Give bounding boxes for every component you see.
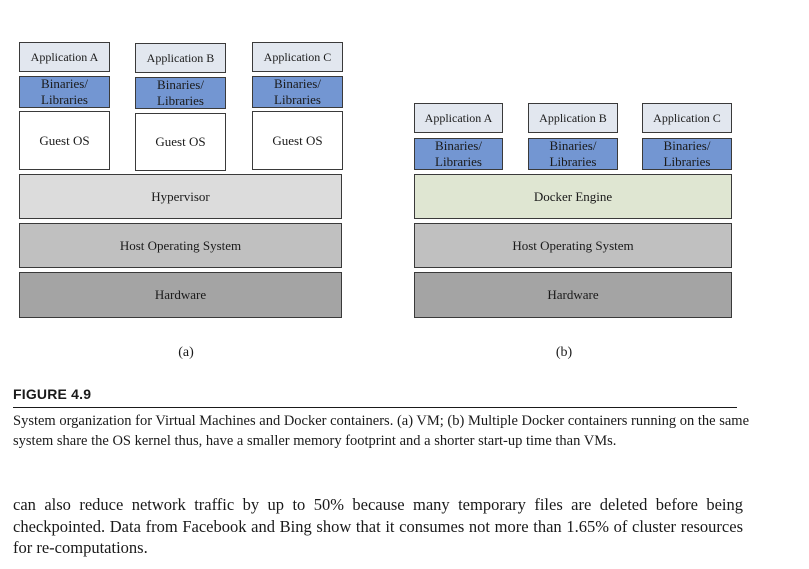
- vm-libs-a: Binaries/ Libraries: [19, 76, 110, 108]
- docker-libs-c: Binaries/ Libraries: [642, 138, 732, 170]
- vm-guest-os-b: Guest OS: [135, 113, 226, 171]
- docker-libs-b: Binaries/ Libraries: [528, 138, 618, 170]
- vm-hypervisor: Hypervisor: [19, 174, 342, 219]
- figure-caption: System organization for Virtual Machines…: [13, 413, 750, 449]
- docker-app-b: Application B: [528, 103, 618, 133]
- vm-guest-os-a: Guest OS: [19, 111, 110, 170]
- docker-hardware: Hardware: [414, 272, 732, 318]
- caption-divider: [13, 407, 737, 408]
- vm-app-c: Application C: [252, 42, 343, 72]
- subfigure-label-a: (a): [178, 345, 194, 360]
- vm-hardware: Hardware: [19, 272, 342, 318]
- docker-libs-a: Binaries/ Libraries: [414, 138, 503, 170]
- docker-app-a: Application A: [414, 103, 503, 133]
- docker-host-os: Host Operating System: [414, 223, 732, 268]
- body-paragraph: can also reduce network traffic by up to…: [13, 495, 743, 557]
- subfigure-label-b: (b): [555, 345, 573, 360]
- vm-app-a: Application A: [19, 42, 110, 72]
- vm-libs-c: Binaries/ Libraries: [252, 76, 343, 108]
- vm-guest-os-c: Guest OS: [252, 111, 343, 170]
- vm-app-b: Application B: [135, 43, 226, 73]
- vm-host-os: Host Operating System: [19, 223, 342, 268]
- docker-app-c: Application C: [642, 103, 732, 133]
- vm-libs-b: Binaries/ Libraries: [135, 77, 226, 109]
- figure-label: FIGURE 4.9: [13, 386, 92, 402]
- docker-engine: Docker Engine: [414, 174, 732, 219]
